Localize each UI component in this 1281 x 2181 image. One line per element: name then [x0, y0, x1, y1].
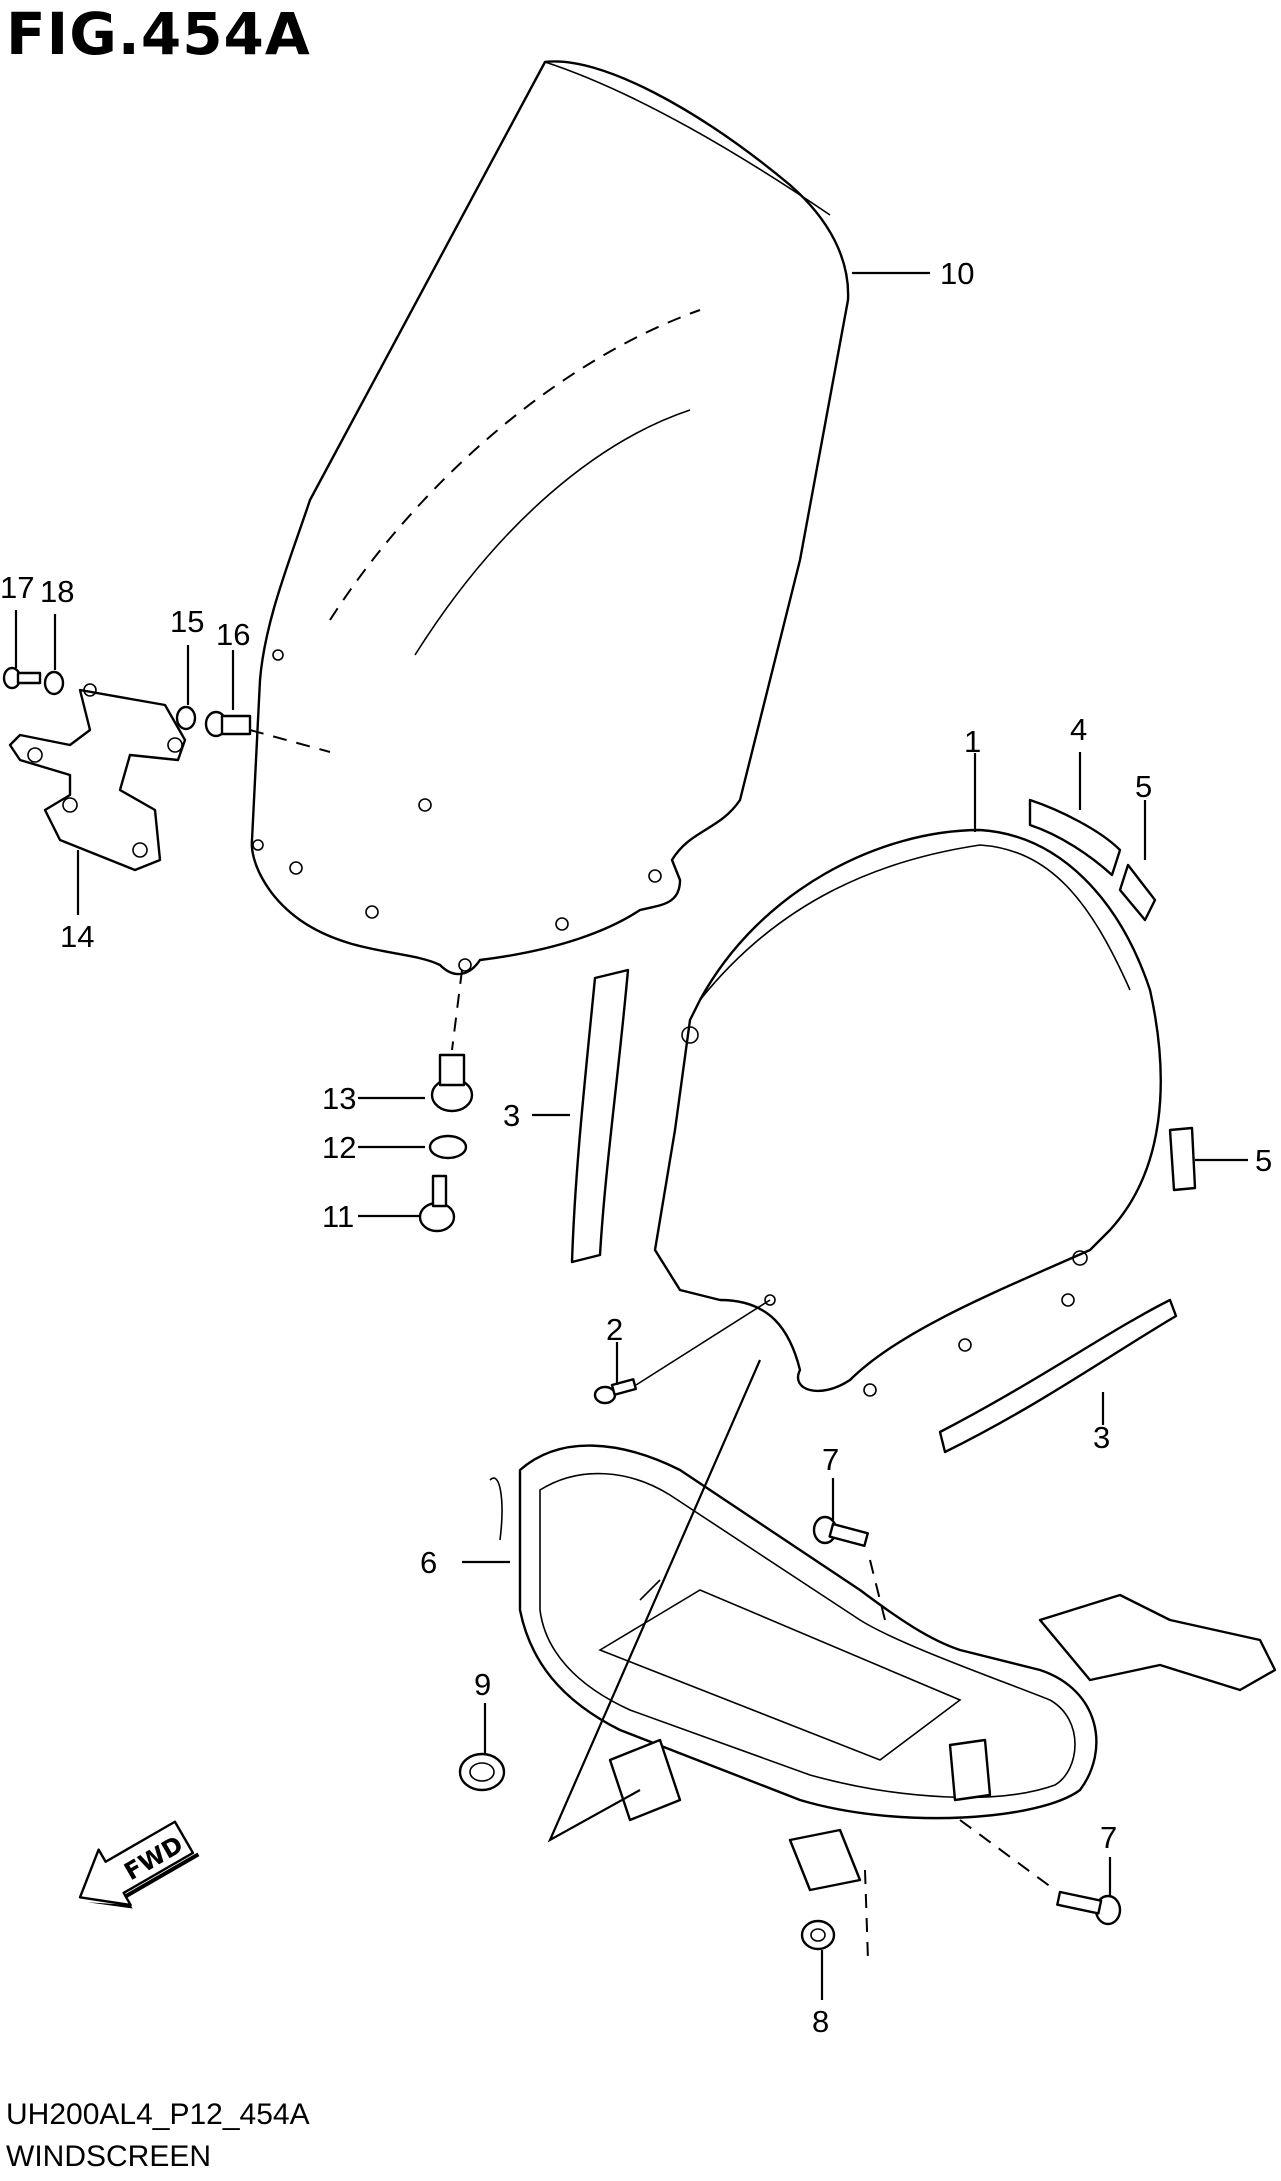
- figure-name: WINDSCREEN: [6, 2140, 212, 2173]
- callout-11: 11: [322, 1199, 354, 1234]
- grommet-9-part[interactable]: [458, 1752, 506, 1792]
- washer-18-part[interactable]: [43, 670, 65, 696]
- collar-16-part[interactable]: [204, 710, 252, 738]
- callout-17: 17: [0, 570, 34, 605]
- callout-18: 18: [40, 574, 74, 609]
- bolt-7-lower-part[interactable]: [1056, 1890, 1122, 1926]
- hinge-bracket-part[interactable]: [8, 683, 187, 872]
- fwd-arrow-icon: FWD: [78, 1820, 200, 1909]
- bolt-13-part[interactable]: [430, 1053, 474, 1113]
- pad-5-top-part[interactable]: [1118, 863, 1157, 922]
- pad-4-part[interactable]: [1028, 798, 1122, 877]
- callout-16: 16: [216, 617, 250, 652]
- strip-3-right-part[interactable]: [938, 1298, 1178, 1454]
- screw-2-part[interactable]: [593, 1378, 638, 1405]
- callout-8: 8: [812, 2004, 829, 2039]
- callout-2: 2: [606, 1312, 623, 1347]
- washer-15-part[interactable]: [175, 705, 197, 731]
- stay-frame-part[interactable]: [489, 1444, 1277, 1892]
- callout-6: 6: [420, 1545, 437, 1580]
- callout-labels: 1 2 3 3 4 5 5 6 7 7 8 9 10 11 12 13 14 1…: [0, 256, 1272, 2039]
- callout-3-left: 3: [503, 1098, 520, 1133]
- callout-5-top: 5: [1135, 769, 1152, 804]
- callout-9: 9: [474, 1667, 491, 1702]
- callout-3-right: 3: [1093, 1420, 1110, 1455]
- leader-lines: [14, 271, 1248, 2000]
- callout-7-upper: 7: [822, 1442, 839, 1477]
- callout-5-right: 5: [1255, 1143, 1272, 1178]
- upper-cowl-part[interactable]: [653, 828, 1162, 1397]
- callout-12: 12: [322, 1130, 356, 1165]
- screw-11-part[interactable]: [418, 1174, 456, 1233]
- callout-1: 1: [964, 724, 981, 759]
- washer-12-part[interactable]: [428, 1134, 468, 1160]
- pad-5-right-part[interactable]: [1168, 1126, 1197, 1192]
- figure-title: FIG.454A: [6, 0, 311, 68]
- callout-13: 13: [322, 1081, 356, 1116]
- callout-7-lower: 7: [1100, 1820, 1117, 1855]
- windscreen-part[interactable]: [250, 60, 850, 976]
- callout-10: 10: [940, 256, 974, 291]
- strip-3-left-part[interactable]: [570, 968, 630, 1264]
- callout-14: 14: [60, 919, 94, 954]
- nut-8-part[interactable]: [800, 1919, 836, 1951]
- figure-code: UH200AL4_P12_454A: [6, 2098, 310, 2131]
- callout-4: 4: [1070, 712, 1087, 747]
- screw-17-part[interactable]: [2, 666, 42, 690]
- bolt-7-upper-part[interactable]: [812, 1515, 869, 1548]
- callout-15: 15: [170, 604, 204, 639]
